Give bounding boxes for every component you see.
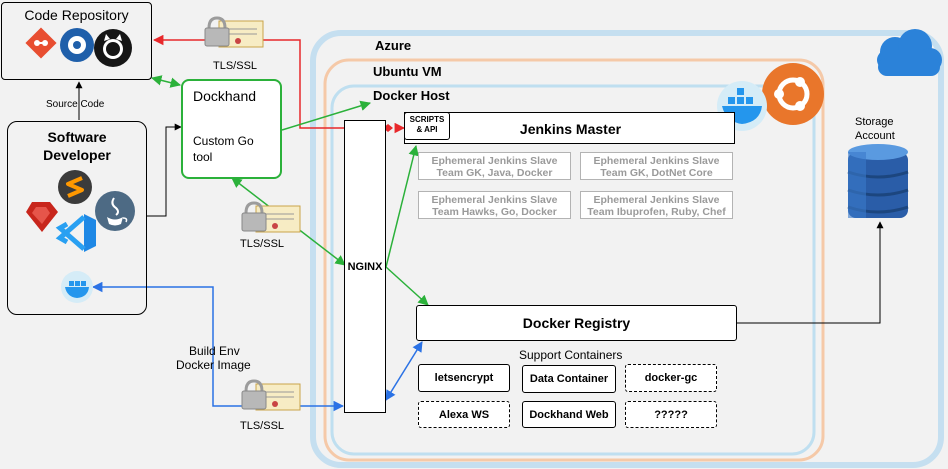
developer-title-line2: Developer — [43, 147, 111, 163]
lock-icon — [241, 201, 267, 232]
build-env-label: Build Env — [189, 344, 240, 358]
jenkins-slave-box: Ephemeral Jenkins Slave Team Hawks, Go, … — [418, 191, 571, 219]
java-icon — [95, 191, 135, 231]
lock-icon — [204, 16, 230, 47]
slave-team: Team Ibuprofen, Ruby, Chef — [587, 206, 726, 218]
docker-icon — [61, 271, 93, 303]
jenkins-slave-box: Ephemeral Jenkins Slave Team GK, DotNet … — [580, 152, 733, 180]
slave-title: Ephemeral Jenkins Slave — [431, 194, 558, 206]
scripts-label: SCRIPTS — [409, 115, 445, 124]
github-icon — [94, 29, 132, 67]
slave-team: Team GK, Java, Docker — [436, 167, 553, 179]
support-container-unknown: ????? — [625, 401, 717, 428]
ruby-icon — [26, 202, 58, 232]
code-repository-box: Code Repository — [1, 2, 152, 80]
storage-account-line2: Account — [855, 130, 895, 142]
support-container-docker-gc: docker-gc — [625, 364, 717, 392]
ubuntu-vm-label: Ubuntu VM — [373, 64, 442, 79]
slave-title: Ephemeral Jenkins Slave — [593, 155, 720, 167]
slave-team: Team GK, DotNet Core — [600, 167, 713, 179]
support-container-data: Data Container — [522, 365, 616, 393]
docker-image-label: Docker Image — [176, 358, 251, 372]
jenkins-slave-box: Ephemeral Jenkins Slave Team Ibuprofen, … — [580, 191, 733, 219]
jenkins-slave-box: Ephemeral Jenkins Slave Team GK, Java, D… — [418, 152, 571, 180]
ubuntu-icon — [762, 63, 824, 125]
dockhand-title: Dockhand — [193, 88, 257, 104]
sublime-icon — [58, 170, 92, 204]
storage-account-line1: Storage — [855, 116, 894, 128]
support-container-letsencrypt: letsencrypt — [418, 364, 510, 392]
dockhand-desc-line2: tool — [193, 150, 213, 164]
storage-icon — [847, 144, 909, 218]
docker-registry-title: Docker Registry — [522, 315, 631, 331]
tls-ssl-label: TLS/SSL — [240, 420, 285, 432]
slave-title: Ephemeral Jenkins Slave — [593, 194, 720, 206]
vscode-icon — [55, 214, 96, 252]
jenkins-master-title: Jenkins Master — [519, 121, 622, 137]
nginx-box: NGINX — [344, 120, 386, 413]
scripts-api-box: SCRIPTS & API — [404, 112, 450, 140]
azure-label: Azure — [375, 38, 412, 53]
dockhand-box: Dockhand Custom Go tool — [181, 79, 282, 179]
support-containers-title: Support Containers — [519, 348, 623, 362]
cloud-icon — [877, 29, 942, 76]
support-container-alexa-ws: Alexa WS — [418, 401, 510, 428]
dockhand-desc-line1: Custom Go — [193, 134, 254, 148]
code-repository-title: Code Repository — [24, 7, 129, 23]
api-label: & API — [416, 125, 438, 134]
source-code-label: Source Code — [46, 99, 105, 110]
jenkins-master-box: Jenkins Master — [404, 112, 735, 144]
docker-host-container — [330, 84, 816, 456]
lock-icon — [241, 379, 267, 410]
slave-team: Team Hawks, Go, Docker — [432, 206, 557, 218]
docker-host-label: Docker Host — [373, 88, 450, 103]
tls-ssl-label: TLS/SSL — [213, 60, 258, 72]
bitbucket-icon — [60, 28, 94, 62]
nginx-label: NGINX — [347, 260, 383, 273]
slave-title: Ephemeral Jenkins Slave — [431, 155, 558, 167]
docker-registry-box: Docker Registry — [416, 305, 737, 341]
software-developer-box: Software Developer — [7, 121, 147, 315]
support-container-dockhand-web: Dockhand Web — [522, 401, 616, 428]
tls-ssl-label: TLS/SSL — [240, 238, 285, 250]
developer-title-line1: Software — [47, 129, 107, 145]
